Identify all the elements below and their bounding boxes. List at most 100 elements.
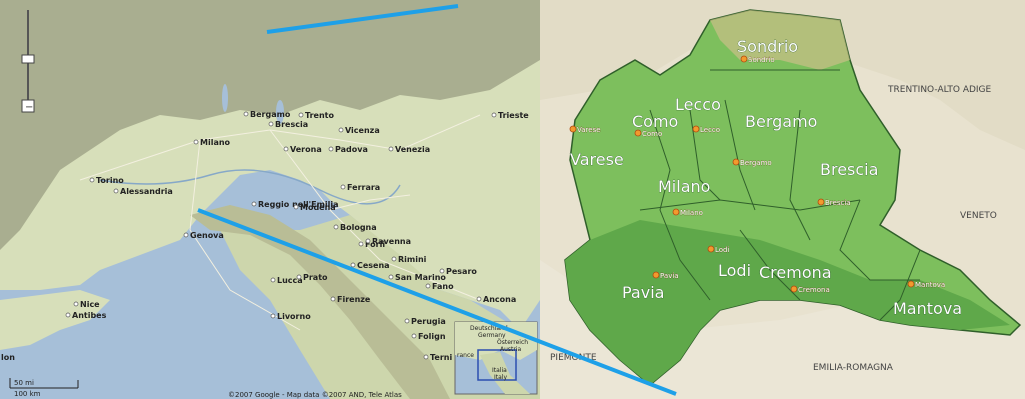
province-label-cremona[interactable]: Cremona (759, 263, 832, 283)
city-label-antibes[interactable]: Antibes (72, 311, 107, 320)
inset-label-italia: Italia (492, 367, 507, 374)
city-dot-fano (425, 283, 431, 289)
city-label-cesena[interactable]: Cesena (357, 261, 390, 270)
zoom-control[interactable]: − (21, 10, 35, 113)
capital-label-mantova[interactable]: Mantova (915, 281, 946, 289)
lake-como (222, 84, 228, 112)
city-label-genova[interactable]: Genova (190, 231, 224, 240)
province-label-lodi[interactable]: Lodi (718, 261, 752, 281)
capital-label-brescia[interactable]: Brescia (825, 199, 851, 207)
city-dot-rimini (391, 256, 397, 262)
capital-label-cremona[interactable]: Cremona (798, 286, 830, 294)
city-label-prato[interactable]: Prato (303, 273, 328, 282)
city-label-bologna[interactable]: Bologna (340, 223, 377, 232)
capital-label-bergamo[interactable]: Bergamo (740, 159, 772, 167)
capital-marker-pavia (652, 271, 660, 279)
city-label-nice[interactable]: Nice (80, 300, 100, 309)
city-label-alessandria[interactable]: Alessandria (120, 187, 173, 196)
inset-label-germany: Germany (478, 332, 506, 339)
city-label-vicenza[interactable]: Vicenza (345, 126, 380, 135)
city-label-brescia[interactable]: Brescia (275, 120, 308, 129)
province-label-pavia[interactable]: Pavia (622, 283, 665, 303)
city-label-trento[interactable]: Trento (305, 111, 334, 120)
city-label-ravenna[interactable]: Ravenna (372, 237, 411, 246)
scale-miles: 50 mi (14, 379, 34, 387)
province-label-brescia[interactable]: Brescia (820, 160, 879, 180)
province-label-sondrio[interactable]: Sondrio (737, 37, 799, 57)
city-dot-venezia (388, 146, 394, 152)
city-dot-trento (298, 112, 304, 118)
capital-marker-sondrio (740, 55, 748, 63)
city-dot-nice (73, 301, 79, 307)
city-label-san-marino[interactable]: San Marino (395, 273, 446, 282)
city-label-rimini[interactable]: Rimini (398, 255, 427, 264)
city-label-livorno[interactable]: Livorno (277, 312, 311, 321)
province-label-mantova[interactable]: Mantova (893, 299, 963, 319)
zoom-out-icon: − (25, 102, 33, 113)
capital-label-varese[interactable]: Varese (577, 126, 601, 134)
alps-mountains (0, 0, 540, 250)
city-label-pesaro[interactable]: Pesaro (446, 267, 477, 276)
province-label-varese[interactable]: Varese (570, 150, 624, 170)
city-dot-genova (183, 232, 189, 238)
city-label-ferrara[interactable]: Ferrara (347, 183, 380, 192)
city-dot-padova (328, 146, 334, 152)
city-label-trieste[interactable]: Trieste (498, 111, 529, 120)
city-dot-lucca (270, 277, 276, 283)
city-dot-san-marino (388, 274, 394, 280)
city-dot-alessandria (113, 188, 119, 194)
province-label-lecco[interactable]: Lecco (675, 95, 721, 115)
inset-label-osterreich: Österreich (497, 339, 528, 346)
capital-label-milano[interactable]: Milano (680, 209, 703, 217)
city-label-ancona[interactable]: Ancona (483, 295, 516, 304)
capital-marker-mantova (907, 280, 915, 288)
inset-label-austria: Austria (500, 346, 522, 353)
city-dot-vicenza (338, 127, 344, 133)
capital-marker-milano (672, 208, 680, 216)
capital-label-como[interactable]: Como (642, 130, 663, 138)
city-label-milano[interactable]: Milano (200, 138, 231, 147)
city-label-torino[interactable]: Torino (96, 176, 124, 185)
zoom-slider-handle[interactable] (21, 54, 35, 64)
city-label-perugia[interactable]: Perugia (411, 317, 446, 326)
city-label-firenze[interactable]: Firenze (337, 295, 371, 304)
city-label-folign[interactable]: Folign (418, 332, 446, 341)
city-label-bergamo[interactable]: Bergamo (250, 110, 291, 119)
po-river (99, 169, 401, 205)
city-dot-brescia (268, 121, 274, 127)
map-copyright: ©2007 Google - Map data ©2007 AND, Tele … (228, 391, 402, 399)
capital-label-lecco[interactable]: Lecco (700, 126, 720, 134)
province-label-milano[interactable]: Milano (658, 177, 711, 197)
capital-marker-bergamo (732, 158, 740, 166)
city-label-venezia[interactable]: Venezia (395, 145, 430, 154)
city-dot-ravenna (365, 238, 371, 244)
province-label-bergamo[interactable]: Bergamo (745, 112, 818, 132)
city-label-reggio-nell-emilia[interactable]: Reggio nell'Emilia (258, 200, 339, 209)
city-label-modena[interactable]: Modena (300, 203, 336, 212)
zoom-out-button[interactable] (21, 99, 35, 113)
overview-inset[interactable]: Deutschland Germany rance Österreich Aus… (454, 321, 538, 395)
region-label-piemonte: PIEMONTE (550, 353, 597, 363)
city-dot-firenze (330, 296, 336, 302)
region-label-emilia-romagna: EMILIA-ROMAGNA (813, 363, 894, 373)
city-dot-antibes (65, 312, 71, 318)
city-label-terni[interactable]: Terni (430, 353, 452, 362)
region-label-trentino-alto-adige: TRENTINO-ALTO ADIGE (887, 85, 992, 95)
capital-marker-lecco (692, 125, 700, 133)
capital-label-pavia[interactable]: Pavia (660, 272, 679, 280)
capital-label-lodi[interactable]: Lodi (715, 246, 730, 254)
scale-bar: 50 mi 100 km (9, 378, 79, 398)
city-dot-livorno (270, 313, 276, 319)
city-label-fano[interactable]: Fano (432, 282, 454, 291)
city-dot-pesaro (439, 268, 445, 274)
province-label-como[interactable]: Como (632, 112, 679, 132)
lombardy-province-map[interactable]: SondrioComoLeccoBergamoVareseMilanoBresc… (540, 0, 1025, 399)
city-dot-trieste (491, 112, 497, 118)
capital-marker-brescia (817, 198, 825, 206)
capital-label-sondrio[interactable]: Sondrio (748, 56, 775, 64)
city-label-padova[interactable]: Padova (335, 145, 368, 154)
city-label-verona[interactable]: Verona (290, 145, 322, 154)
